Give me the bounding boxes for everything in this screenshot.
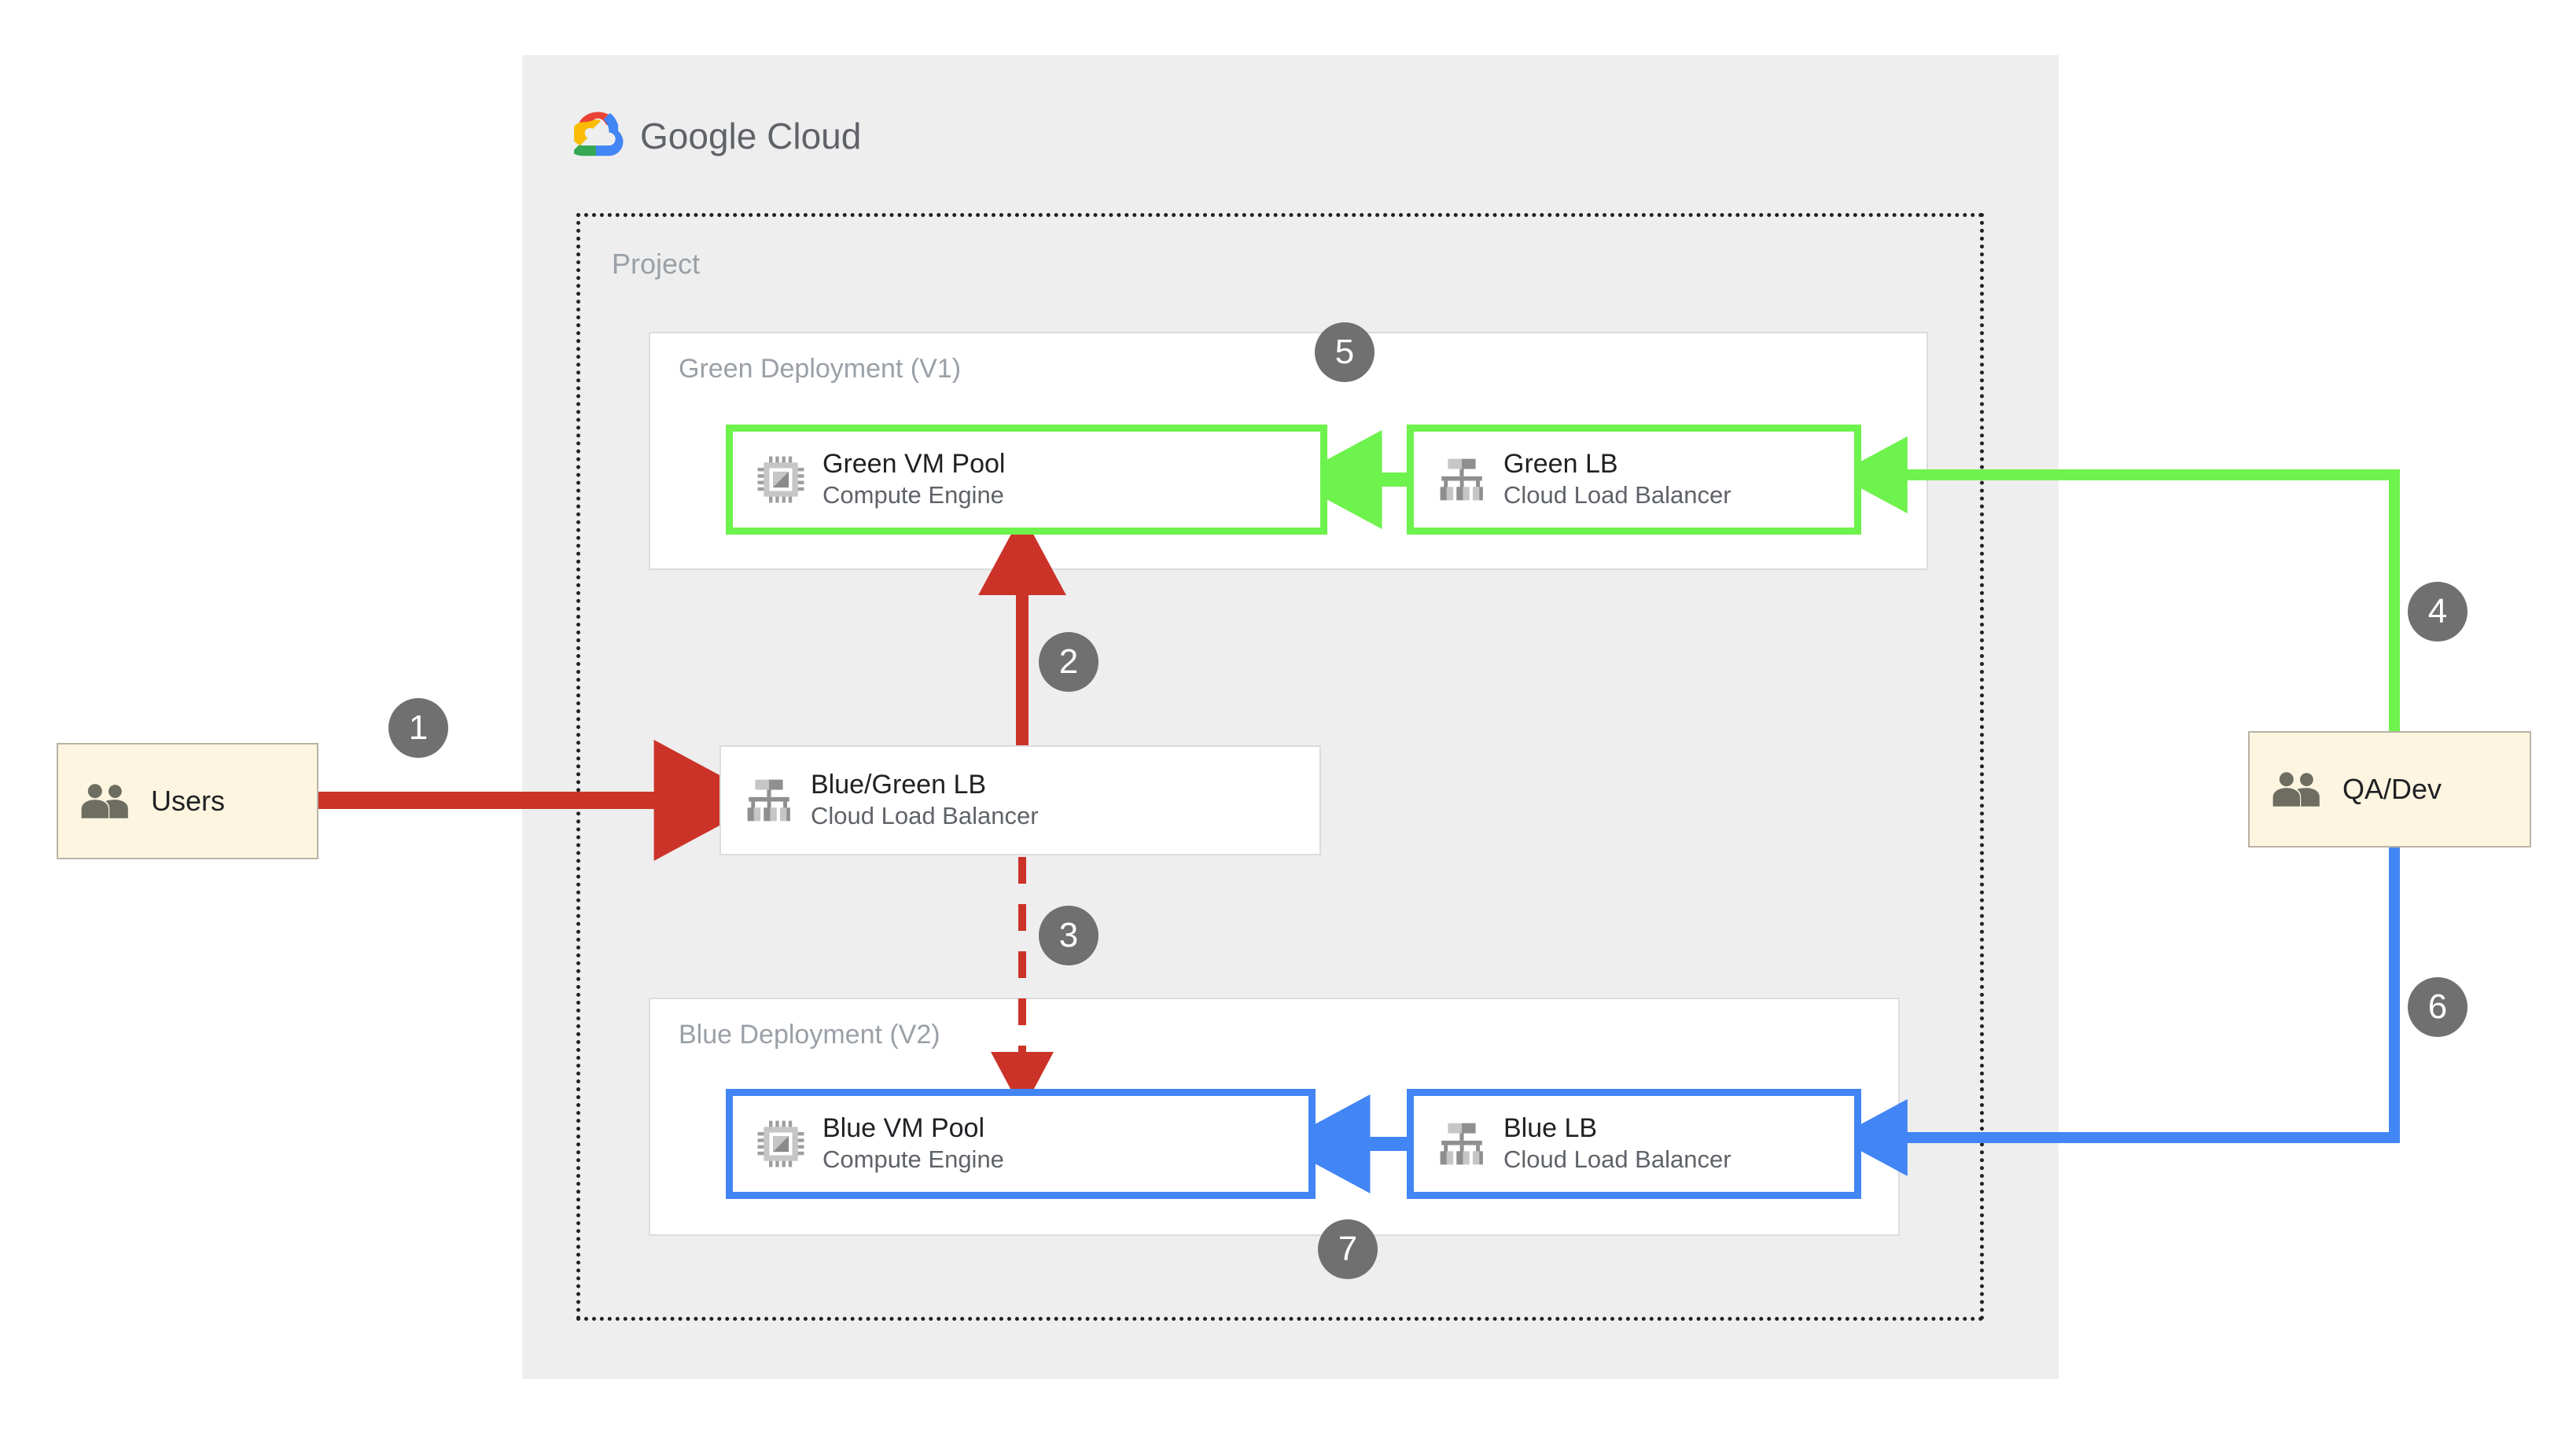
- node-subtitle: Compute Engine: [822, 481, 1004, 509]
- node-green-vm-pool[interactable]: Green VM Pool Compute Engine: [726, 425, 1327, 535]
- node-blue-lb-text: Blue LB Cloud Load Balancer: [1503, 1112, 1731, 1175]
- people-icon: [2272, 771, 2322, 807]
- step-badge-3: 3: [1039, 906, 1098, 965]
- node-green-lb-text: Green LB Cloud Load Balancer: [1503, 448, 1731, 511]
- actor-qa-dev[interactable]: QA/Dev: [2248, 731, 2531, 848]
- step-badge-6: 6: [2408, 977, 2467, 1037]
- node-title: Green VM Pool: [822, 448, 1006, 479]
- project-container: [576, 213, 1984, 1321]
- step-badge-7: 7: [1318, 1219, 1378, 1279]
- actor-users-label: Users: [151, 785, 226, 817]
- node-blue-vm-pool-text: Blue VM Pool Compute Engine: [822, 1112, 1004, 1175]
- step-badge-5: 5: [1315, 322, 1374, 382]
- cpu-chip-icon: [756, 455, 805, 504]
- blue-deployment-title: Blue Deployment (V2): [679, 1020, 940, 1050]
- node-blue-vm-pool[interactable]: Blue VM Pool Compute Engine: [726, 1089, 1316, 1199]
- step-badge-1: 1: [388, 698, 448, 758]
- node-subtitle: Cloud Load Balancer: [1503, 1145, 1731, 1174]
- people-icon: [80, 783, 131, 819]
- node-subtitle: Cloud Load Balancer: [1503, 481, 1731, 509]
- green-deployment-title: Green Deployment (V1): [679, 354, 962, 384]
- google-cloud-logo-icon: [571, 111, 626, 161]
- node-subtitle: Cloud Load Balancer: [811, 802, 1039, 830]
- node-title: Blue/Green LB: [811, 769, 987, 800]
- actor-users[interactable]: Users: [57, 743, 318, 859]
- cpu-chip-icon: [756, 1120, 805, 1168]
- load-balancer-icon: [745, 776, 793, 825]
- node-blue-green-lb-text: Blue/Green LB Cloud Load Balancer: [811, 769, 1039, 832]
- node-subtitle: Compute Engine: [822, 1145, 1004, 1174]
- node-blue-lb[interactable]: Blue LB Cloud Load Balancer: [1407, 1089, 1861, 1199]
- node-blue-green-lb[interactable]: Blue/Green LB Cloud Load Balancer: [719, 745, 1321, 855]
- step-badge-4: 4: [2408, 582, 2467, 642]
- node-green-vm-pool-text: Green VM Pool Compute Engine: [822, 448, 1005, 511]
- load-balancer-icon: [1437, 455, 1486, 504]
- node-title: Green LB: [1503, 448, 1618, 479]
- actor-qa-dev-label: QA/Dev: [2342, 773, 2442, 805]
- load-balancer-icon: [1437, 1120, 1486, 1168]
- node-title: Blue VM Pool: [822, 1112, 984, 1143]
- node-green-lb[interactable]: Green LB Cloud Load Balancer: [1407, 425, 1861, 535]
- node-title: Blue LB: [1503, 1112, 1598, 1143]
- google-cloud-brand: Google Cloud: [571, 102, 936, 170]
- step-badge-2: 2: [1039, 632, 1098, 692]
- project-label: Project: [612, 248, 701, 280]
- google-cloud-wordmark: Google Cloud: [640, 116, 862, 156]
